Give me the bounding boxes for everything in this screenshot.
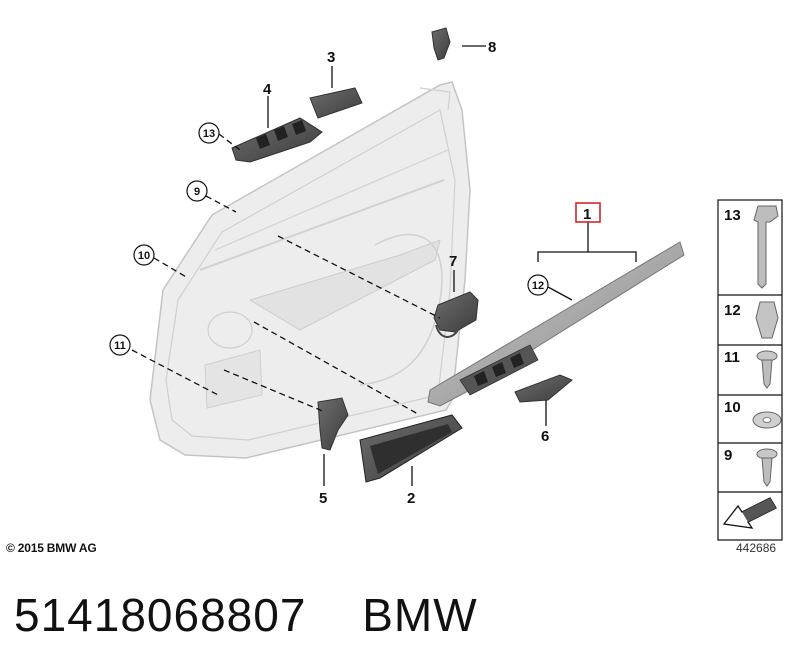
fastener-side-panel: 13 12 11 10 9: [717, 199, 783, 541]
svg-text:11: 11: [114, 340, 126, 352]
side-item-13: 13: [724, 205, 779, 289]
exploded-parts-diagram: 4 3 8 7 5 2 6 1 13 9 10 11 12 13: [109, 27, 783, 541]
leader-lines: [267, 45, 637, 486]
door-trim-panel: [149, 81, 471, 459]
svg-text:12: 12: [532, 280, 544, 292]
svg-text:11: 11: [724, 349, 740, 366]
circled-callout-11: 11: [109, 334, 131, 356]
part-6-switch-unit: [514, 374, 573, 403]
callout-5: 5: [319, 490, 327, 507]
part-4-switch-bezel: [231, 117, 323, 163]
direction-arrow-icon: [722, 497, 777, 529]
part-3-trim-cap: [309, 87, 363, 119]
callout-1-highlight-box: [575, 202, 601, 223]
svg-text:9: 9: [194, 186, 200, 198]
svg-text:13: 13: [203, 128, 215, 140]
callout-6: 6: [541, 428, 549, 445]
callout-1: 1: [583, 206, 591, 223]
side-item-12: 12: [724, 301, 779, 339]
brand-name: BMW: [362, 589, 478, 641]
side-item-9: 9: [724, 447, 778, 487]
circled-callout-12: 12: [527, 274, 549, 296]
svg-text:10: 10: [724, 399, 741, 416]
part-number-line: 51418068807 BMW: [14, 588, 478, 642]
callout-4: 4: [263, 81, 272, 98]
svg-text:13: 13: [724, 207, 741, 224]
callout-7: 7: [449, 253, 457, 270]
part-2-speaker-cover: [359, 414, 463, 483]
callout-2: 2: [407, 490, 415, 507]
part-7-handle-bracket: [433, 291, 479, 338]
part-5-bracket: [317, 397, 349, 451]
copyright-notice: © 2015 BMW AG: [6, 541, 97, 555]
illustration-reference-number: 442686: [736, 541, 777, 555]
svg-text:10: 10: [138, 250, 150, 262]
side-item-11: 11: [724, 349, 778, 389]
callout-3: 3: [327, 49, 335, 66]
dashed-leader-lines: [131, 133, 441, 415]
svg-text:12: 12: [724, 302, 741, 319]
part-number: 51418068807: [14, 589, 307, 641]
svg-text:9: 9: [724, 447, 732, 464]
side-item-10: 10: [724, 399, 782, 429]
circled-callout-13: 13: [198, 122, 220, 144]
circled-callout-10: 10: [133, 244, 155, 266]
callout-8: 8: [488, 39, 496, 56]
circled-callout-9: 9: [186, 180, 208, 202]
part-1-trim-strip: [427, 241, 685, 407]
part-8-lock-pin: [431, 27, 451, 61]
